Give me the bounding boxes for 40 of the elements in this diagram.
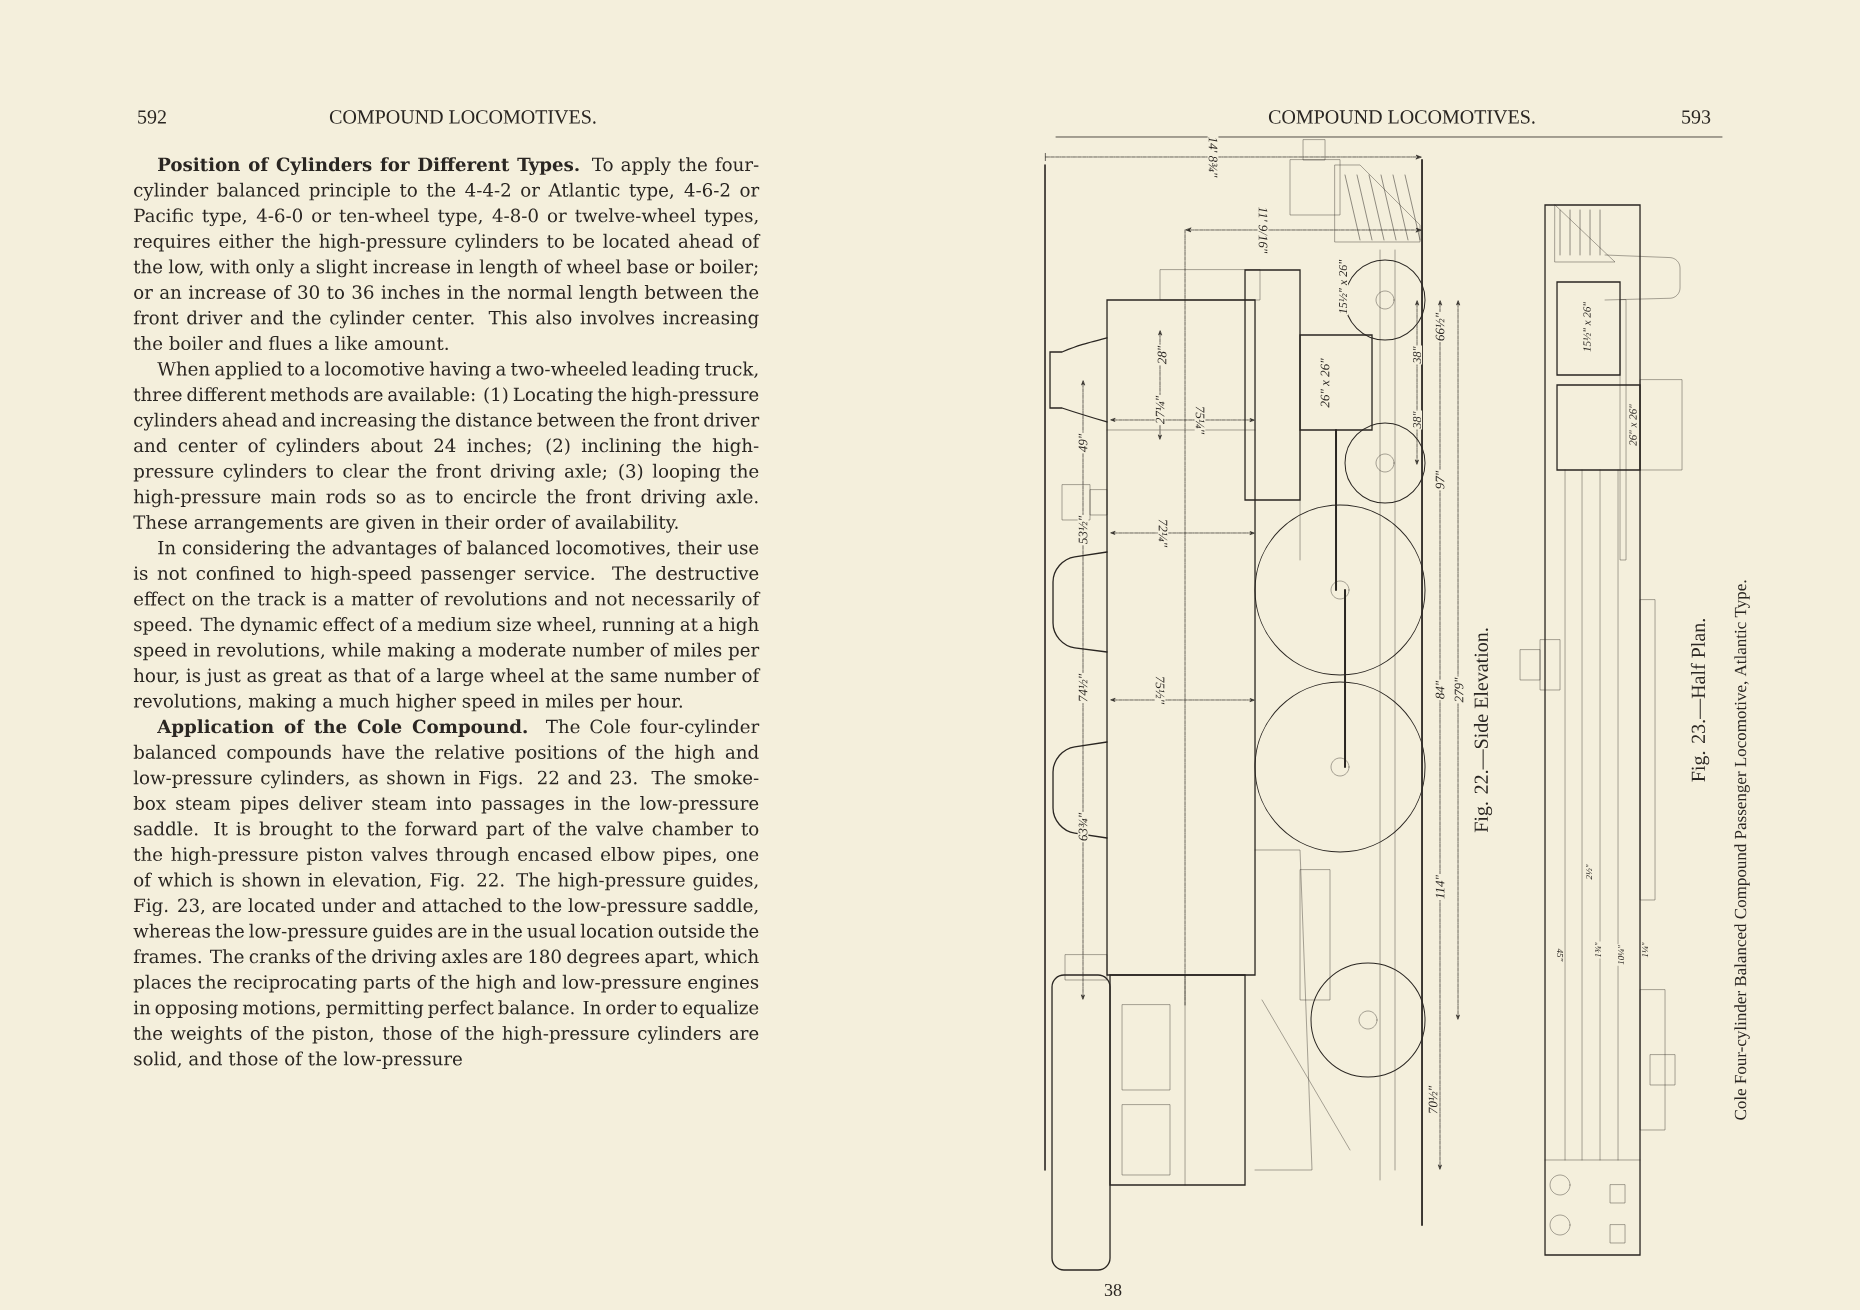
dimension-label: 26" x 26" [1628,403,1638,447]
dimension-label: 53½" [1077,514,1089,546]
dimension-label: 75¼" [1194,404,1206,436]
dimension-label: 15½" x 26" [1338,258,1349,316]
figure-caption: Fig. 23.—Half Plan. [1690,619,1710,782]
dimension-label: 10¼" [1617,944,1626,966]
dimension-label: 97" [1434,469,1446,491]
paragraph: When applied to a locomotive having a two-wheeled leading truck, three different methods are available: (1) Locating the high-pressure cylinders ahead and increasing the distance between the front driver and center of cylinders about 24 inches; (2) inclining the high-pressure cylinders to clear the front driving axle; (3) looping the high-pressure main rods so as to encircle the front driving axle. These arrangements are given in their order of availability. [133,361,760,533]
paragraph: Position of Cylinders for Different Types. To apply the four-cylinder balanced principle to the 4-4-2 or Atlantic type, 4-6-2 or Pacific type, 4-6-0 or ten-wheel type, 4-8-0 or twelve-wheel types, requires either the high-pressure cylinders to be located ahead of the low, with only a slight increase in length of wheel base or boiler; or an increase of 30 to 36 inches in the normal length between the front driver and the cylinder center. This also involves increasing the boiler and flues a like amount. [133,157,761,351]
dimension-label: 26" x 26" [1319,357,1331,409]
dimension-label: 14' 8¾" [1207,135,1219,179]
dimension-label: 1¾" [1594,941,1602,959]
dimension-label: 74½" [1077,672,1089,704]
dimension-label: 72¼" [1157,517,1169,549]
paragraph: Application of the Cole Compound. The Cole four-cylinder balanced compounds have the relative positions of the high and low-pressure cylinders, as shown in Figs. 22 and 23. The smoke-box steam pipes deliver steam into passages in the low-pressure saddle. It is brought to the forward part of the valve chamber to the high-pressure piston valves through encased elbow pipes, one of which is shown in elevation, Fig. 22. The high-pressure guides, Fig. 23, are located under and attached to the low-pressure saddle, whereas the low-pressure guides are in the usual location outside the frames. The cranks of the driving axles are 180 degrees apart, which places the reciprocating parts of the high and low-pressure engines in opposing motions, permitting perfect balance. In order to equalize the weights of the piston, those of the high-pressure cylinders are solid, and those of the low-pressure [133,719,760,1070]
dimension-label: 49" [1077,432,1089,454]
dimension-label: 114" [1434,874,1446,900]
page-number: 38 [1104,1283,1122,1297]
dimension-label: 1¼" [1641,941,1649,959]
dimension-label: 11' 9/16" [1257,205,1269,255]
figure-caption: Cole Four-cylinder Balanced Compound Passenger Locomotive, Atlantic Type. [1734,580,1750,1120]
dimension-label: 66½" [1434,311,1446,343]
dimension-label: 75½" [1154,674,1166,706]
dimension-label: 28" [1156,344,1168,366]
paragraph: In considering the advantages of balanced locomotives, their use is not confined to high-speed passenger service. The destructive effect on the track is a matter of revolutions and not necessarily of speed. The dynamic effect of a medium size wheel, running at a high speed in revolutions, while making a moderate number of miles per hour, is just as great as that of a large wheel at the same number of revolutions, making a much higher speed in miles per hour. [133,540,761,712]
running-head: COMPOUND LOCOMOTIVES. [1268,110,1535,124]
dimension-label: 38" [1411,410,1423,430]
dimension-label: 84" [1434,679,1446,701]
dimension-label: 2½" [1585,863,1593,881]
page-number: 592 [138,110,166,124]
dimension-label: 27¼" [1154,394,1166,426]
dimension-label: 45" [1556,947,1565,963]
running-head: COMPOUND LOCOMOTIVES. [329,110,596,124]
dimension-label: 63¾" [1077,811,1089,843]
figure-caption: Fig. 22.—Side Elevation. [1473,628,1493,833]
dimension-label: 38" [1411,345,1423,365]
dimension-label: 70½" [1427,1084,1439,1116]
page-number: 593 [1682,110,1711,124]
dimension-label: 279" [1453,676,1465,704]
dimension-label: 15½" x 26" [1582,301,1592,353]
